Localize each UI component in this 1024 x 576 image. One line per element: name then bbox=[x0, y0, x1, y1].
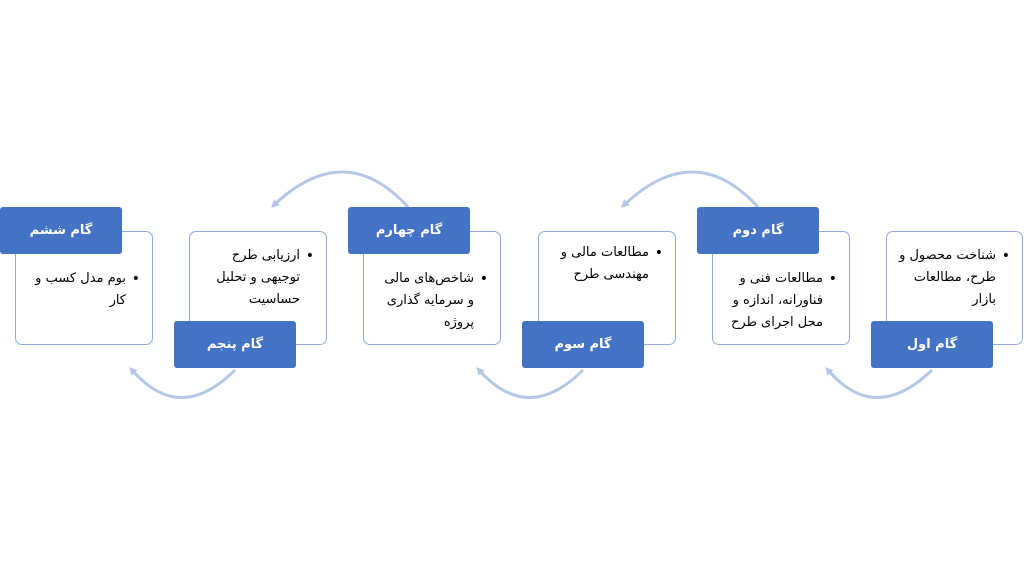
arrow-step4-to-step5 bbox=[271, 170, 410, 209]
step-5-label: گام پنجم bbox=[174, 321, 296, 368]
step-3-item: مطالعات مالی و مهندسی طرح bbox=[549, 242, 663, 286]
step-1-label: گام اول bbox=[871, 321, 993, 368]
step-4-label: گام چهارم bbox=[348, 207, 470, 254]
step-2-item: مطالعات فنی و فناورانه، اندازه و محل اجر… bbox=[723, 268, 837, 334]
step-2-label: گام دوم bbox=[697, 207, 819, 254]
arrow-step1-to-step2 bbox=[825, 366, 934, 399]
arrow-step5-to-step6 bbox=[129, 366, 237, 399]
step-4-item: شاخص‌های مالی و سرمایه گذاری پروژه bbox=[374, 268, 488, 334]
arrow-step2-to-step3 bbox=[621, 170, 760, 209]
step-6-item: بوم مدل کسب و کار bbox=[26, 268, 140, 312]
step-1-item: شناخت محصول و طرح، مطالعات بازار bbox=[897, 245, 1010, 311]
step-6-label: گام ششم bbox=[0, 207, 122, 254]
arrow-step3-to-step4 bbox=[476, 367, 585, 399]
step-5-item: ارزیابی طرح توجیهی و تحلیل حساسیت bbox=[200, 245, 314, 311]
step-3-label: گام سوم bbox=[522, 321, 644, 368]
